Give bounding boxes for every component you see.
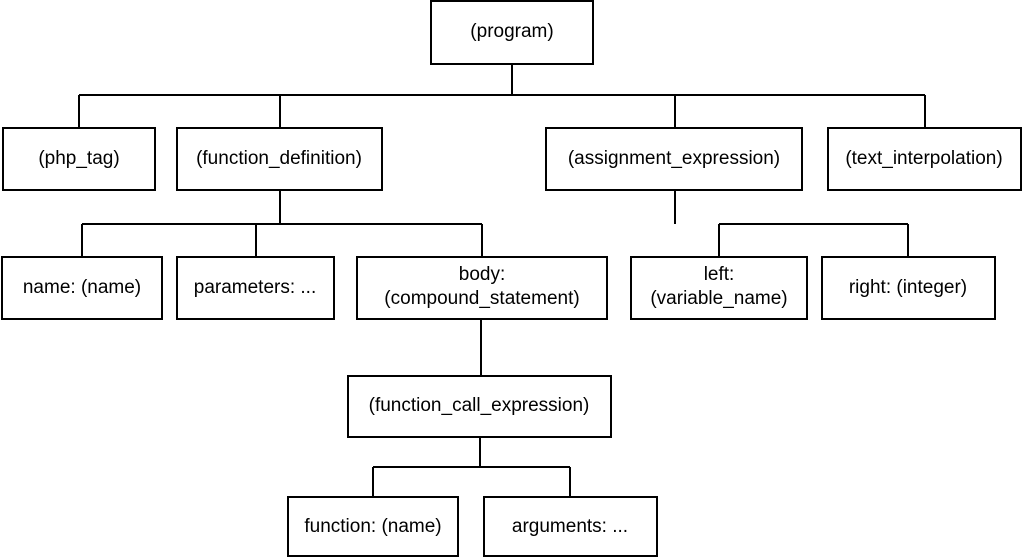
node-left-field: left: (variable_name)	[630, 256, 808, 320]
node-body-field-line-1: body:	[459, 264, 505, 285]
node-function-definition: (function_definition)	[176, 127, 383, 191]
node-arguments-field-label: arguments: ...	[512, 516, 628, 537]
node-php-tag: (php_tag)	[2, 127, 156, 191]
node-text-interpolation: (text_interpolation)	[827, 127, 1022, 191]
node-body-field-line-2: (compound_statement)	[384, 288, 579, 309]
tree-edges	[78, 64, 926, 497]
node-program: (program)	[430, 0, 594, 65]
node-right-field: right: (integer)	[821, 256, 996, 320]
node-name-field: name: (name)	[1, 256, 163, 320]
node-assignment-expression: (assignment_expression)	[545, 127, 803, 191]
node-left-field-line-1: left:	[704, 264, 735, 285]
node-program-label: (program)	[470, 21, 553, 42]
node-function-field: function: (name)	[287, 496, 459, 557]
node-body-field: body: (compound_statement)	[356, 256, 608, 320]
node-function-call-expression-label: (function_call_expression)	[369, 395, 590, 416]
node-assignment-expression-label: (assignment_expression)	[568, 148, 780, 169]
node-parameters-field-label: parameters: ...	[194, 277, 317, 298]
node-function-call-expression: (function_call_expression)	[347, 375, 612, 438]
node-left-field-line-2: (variable_name)	[650, 288, 787, 309]
node-function-definition-label: (function_definition)	[196, 148, 362, 169]
node-arguments-field: arguments: ...	[483, 496, 658, 557]
node-text-interpolation-label: (text_interpolation)	[845, 148, 1002, 169]
node-php-tag-label: (php_tag)	[38, 148, 119, 169]
node-right-field-label: right: (integer)	[849, 277, 967, 298]
node-function-field-label: function: (name)	[304, 516, 441, 537]
node-name-field-label: name: (name)	[23, 277, 141, 298]
node-parameters-field: parameters: ...	[176, 256, 335, 320]
